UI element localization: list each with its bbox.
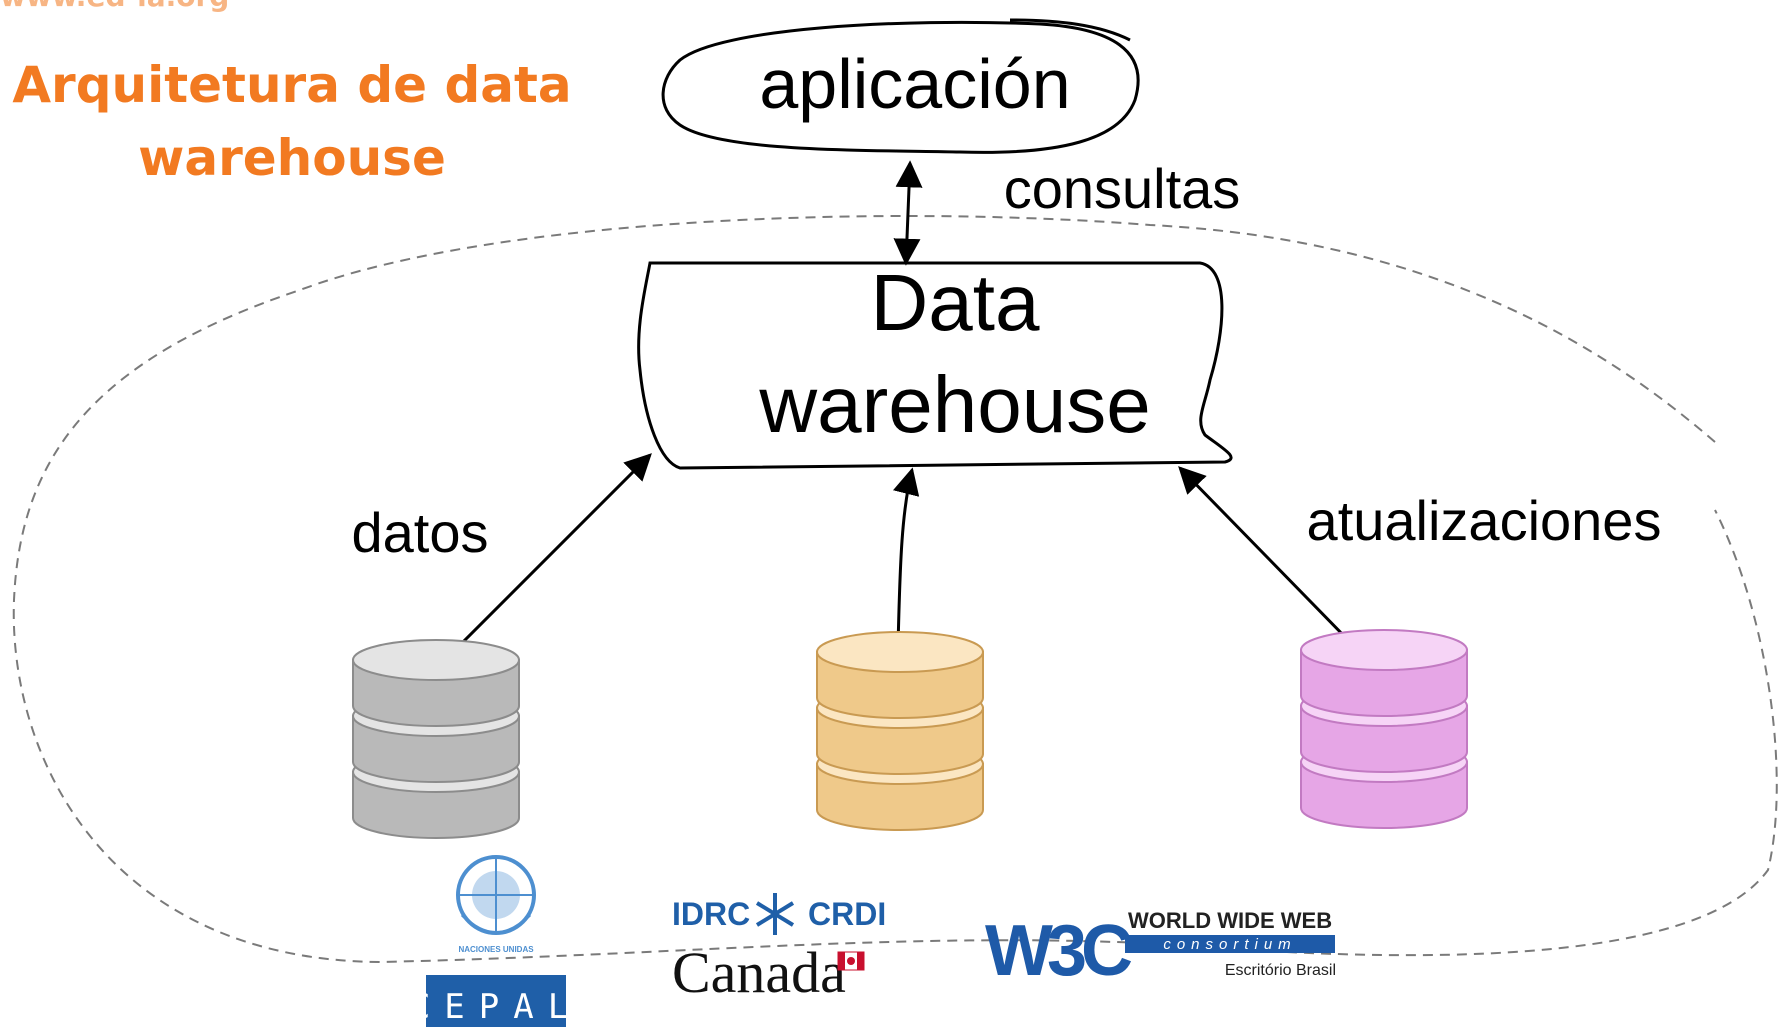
warehouse-label-line2: warehouse [758, 360, 1150, 449]
un-logo: NACIONES UNIDAS [456, 855, 536, 954]
w3c-line3: Escritório Brasil [1225, 962, 1336, 979]
database-group [352, 629, 1468, 839]
warehouse-label-line1: Data [871, 258, 1040, 347]
db-gray-icon [352, 639, 520, 839]
idrc-label: IDRC [672, 896, 750, 932]
application-label: aplicación [759, 45, 1070, 123]
w3c-line2: consortium [1163, 936, 1296, 953]
data-arrow-left [448, 453, 652, 657]
application-node: aplicación [661, 18, 1140, 154]
queries-label: consultas [1004, 157, 1241, 220]
idrc-logo: IDRC CRDI Canada [672, 893, 886, 1005]
db-tan-icon [816, 631, 984, 831]
canada-flag-icon [837, 951, 865, 971]
w3c-line1: WORLD WIDE WEB [1128, 908, 1332, 933]
data-label: datos [352, 501, 489, 564]
data-arrow-center [893, 467, 920, 649]
slide-title-line2: warehouse [138, 129, 446, 187]
canada-label: Canada [672, 940, 846, 1005]
warehouse-node: Data warehouse [637, 258, 1233, 470]
system-boundary [12, 215, 1778, 964]
cepal-logo: CEPAL [410, 975, 582, 1027]
w3c-logo: W3C WORLD WIDE WEB consortium Escritório… [985, 908, 1336, 991]
cepal-label: CEPAL [410, 987, 582, 1027]
un-caption: NACIONES UNIDAS [458, 945, 534, 954]
w3c-mark: W3C [985, 911, 1132, 991]
queries-arrow [893, 160, 923, 266]
data-arrow-right [1178, 466, 1352, 644]
snowflake-icon [755, 893, 795, 935]
header-url: www.ed-ia.org [0, 0, 229, 13]
updates-label: atualizaciones [1307, 489, 1662, 552]
crdi-label: CRDI [808, 896, 886, 932]
slide-title-line1: Arquitetura de data [12, 56, 571, 114]
db-pink-icon [1300, 629, 1468, 829]
